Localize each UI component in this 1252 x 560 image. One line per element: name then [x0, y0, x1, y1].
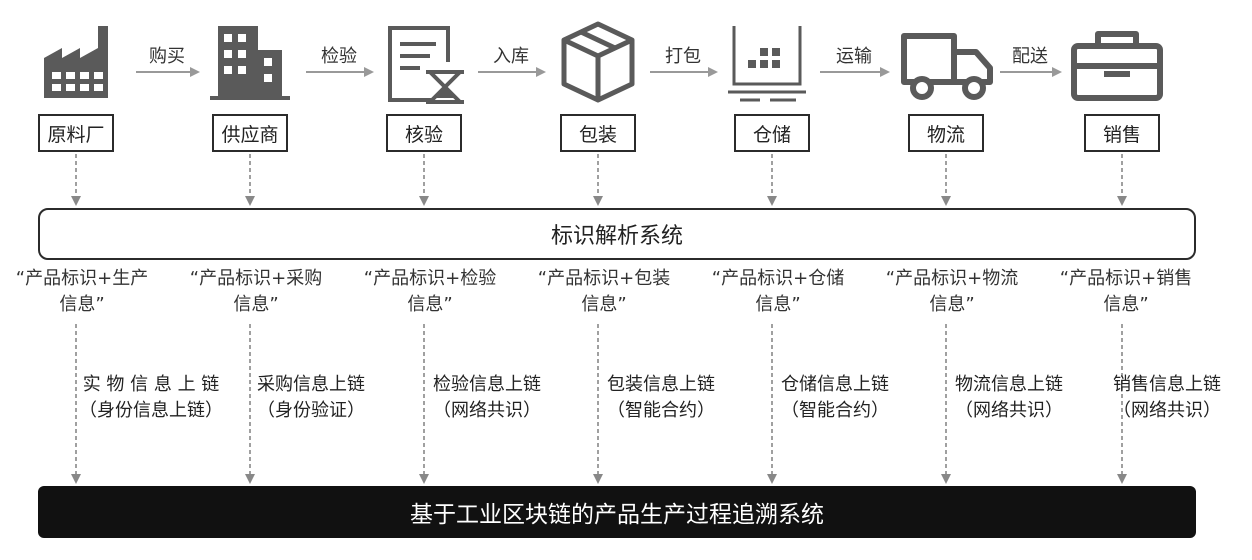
checklist-icon [388, 26, 464, 104]
connector-label-pack: 打包 [665, 46, 701, 67]
info-label-line1: “产品标识+采购 [189, 268, 323, 289]
chain-label: 检验信息上链 （网络共识） [402, 372, 572, 424]
stage-label-package: 包装 [560, 114, 636, 152]
connector-label-transport: 运输 [836, 46, 872, 67]
truck-icon [901, 33, 993, 100]
stage-label-sales: 销售 [1084, 114, 1160, 152]
chain-label-line2: （智能合约） [607, 400, 715, 421]
info-label-line2: 信息” [929, 294, 975, 315]
chain-label: 采购信息上链 （身份验证） [226, 372, 396, 424]
dashed-arrows-bottom [71, 324, 1127, 484]
chain-label-line1: 仓储信息上链 [781, 374, 889, 395]
bottom-title: 基于工业区块链的产品生产过程追溯系统 [410, 502, 824, 528]
chain-label: 物流信息上链 （网络共识） [924, 372, 1094, 424]
connector-label-stock-in: 入库 [493, 46, 529, 67]
info-label-line1: “产品标识+包装 [537, 268, 671, 289]
stage-label-supplier: 供应商 [212, 114, 288, 152]
connector-label-inspect: 检验 [321, 46, 357, 67]
info-label-line2: 信息” [59, 294, 105, 315]
info-label-line1: “产品标识+销售 [1059, 268, 1193, 289]
info-label-line1: “产品标识+生产 [15, 268, 149, 289]
stage-label-warehouse: 仓储 [734, 114, 810, 152]
info-label-line2: 信息” [755, 294, 801, 315]
box-icon [561, 21, 635, 103]
building-icon [210, 26, 290, 100]
chain-label-line1: 采购信息上链 [257, 374, 365, 395]
info-label-line2: 信息” [233, 294, 279, 315]
chain-label: 包装信息上链 （智能合约） [576, 372, 746, 424]
dashed-arrows-top [71, 154, 1127, 206]
info-label-line1: “产品标识+检验 [363, 268, 497, 289]
chain-label: 实 物 信 息 上 链 （身份信息上链） [66, 372, 236, 424]
info-label: “产品标识+检验 信息” [330, 266, 530, 318]
chain-label-line2: （网络共识） [955, 400, 1063, 421]
connector-label-deliver: 配送 [1012, 46, 1048, 67]
chain-label-line1: 检验信息上链 [433, 374, 541, 395]
system-title: 标识解析系统 [550, 224, 683, 249]
chain-label-line1: 实 物 信 息 上 链 [82, 374, 220, 395]
factory-icon [44, 26, 108, 98]
identifier-resolution-system-box: 标识解析系统 [38, 208, 1196, 260]
info-label-line1: “产品标识+仓储 [711, 268, 845, 289]
chain-label: 销售信息上链 （网络共识） [1082, 372, 1252, 424]
info-label: “产品标识+采购 信息” [156, 266, 356, 318]
info-label: “产品标识+生产 信息” [0, 266, 182, 318]
stage-label-inspect: 核验 [386, 114, 462, 152]
info-label-line1: “产品标识+物流 [885, 268, 1019, 289]
info-label: “产品标识+包装 信息” [504, 266, 704, 318]
chain-label-line2: （智能合约） [781, 400, 889, 421]
info-label: “产品标识+销售 信息” [1026, 266, 1226, 318]
chain-label-line2: （网络共识） [1113, 400, 1221, 421]
warehouse-cart-icon [728, 26, 806, 102]
chain-label-line2: （身份信息上链） [79, 400, 223, 421]
info-label: “产品标识+物流 信息” [852, 266, 1052, 318]
chain-label-line2: （身份验证） [257, 400, 365, 421]
traceability-system-bar: 基于工业区块链的产品生产过程追溯系统 [38, 486, 1196, 538]
chain-label-line2: （网络共识） [433, 400, 541, 421]
stage-label-factory: 原料厂 [38, 114, 114, 152]
chain-label-line1: 销售信息上链 [1113, 374, 1221, 395]
chain-label: 仓储信息上链 （智能合约） [750, 372, 920, 424]
briefcase-icon [1071, 31, 1163, 101]
chain-label-line1: 物流信息上链 [955, 374, 1063, 395]
connector-label-purchase: 购买 [149, 46, 185, 67]
chain-label-line1: 包装信息上链 [607, 374, 715, 395]
info-label-line2: 信息” [581, 294, 627, 315]
info-label-line2: 信息” [407, 294, 453, 315]
info-label: “产品标识+仓储 信息” [678, 266, 878, 318]
info-label-line2: 信息” [1103, 294, 1149, 315]
stage-label-logistics: 物流 [908, 114, 984, 152]
